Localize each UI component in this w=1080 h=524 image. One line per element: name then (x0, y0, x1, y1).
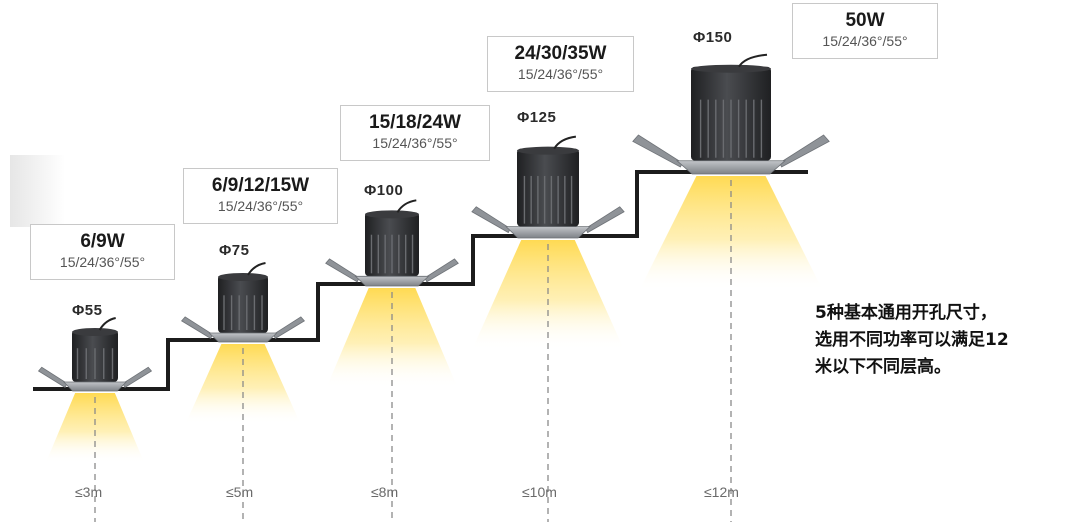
trim-ring-2 (208, 332, 278, 343)
power-label-3: 15/18/24W (369, 112, 461, 133)
diameter-label-2: Φ75 (219, 242, 250, 259)
height-label-5: ≤12m (704, 484, 739, 500)
beam-angle-label-5: 15/24/36°/55° (822, 33, 908, 49)
note-line-1: 5种基本通用开孔尺寸， (815, 303, 997, 323)
diameter-label-1: Φ55 (72, 302, 103, 319)
mount-clip-left-5 (632, 134, 683, 168)
power-cable-3 (396, 199, 417, 213)
power-cable-2 (247, 262, 266, 276)
height-label-4: ≤10m (522, 484, 557, 500)
power-label-5: 50W (845, 10, 885, 31)
beam-angle-label-3: 15/24/36°/55° (372, 135, 458, 151)
power-cable-1 (98, 317, 116, 331)
power-cable-4 (553, 135, 577, 150)
spec-box-5: 50W 15/24/36°/55° (792, 3, 938, 59)
background-shade (10, 155, 65, 227)
power-cable-5 (738, 53, 768, 68)
mount-clip-right-2 (272, 316, 305, 339)
spec-box-1: 6/9W 15/24/36°/55° (30, 224, 175, 280)
diameter-label-4: Φ125 (517, 109, 557, 126)
height-label-3: ≤8m (371, 484, 399, 500)
lamp-cap-2 (218, 273, 268, 281)
height-label-2: ≤5m (226, 484, 254, 500)
mount-clip-right-3 (424, 258, 459, 283)
lamp-cap-4 (517, 146, 579, 155)
mount-clip-left-4 (471, 206, 511, 234)
beam-angle-label-1: 15/24/36°/55° (59, 254, 146, 270)
lamp-body-2 (218, 275, 268, 333)
diameter-label-3: Φ100 (364, 182, 404, 199)
note-line-2: 选用不同功率可以满足12 (815, 330, 1009, 350)
power-label-4: 24/30/35W (514, 43, 607, 64)
trim-ring-4 (505, 226, 591, 239)
mount-clip-right-5 (779, 134, 830, 168)
mount-clip-left-2 (181, 316, 214, 339)
power-label-1: 6/9W (80, 231, 125, 252)
description-note: 5种基本通用开孔尺寸， 选用不同功率可以满足12 米以下不同层高。 (815, 300, 1077, 381)
trim-ring-1 (63, 381, 127, 392)
lamp-cap-3 (365, 210, 419, 219)
mount-clip-left-1 (37, 366, 68, 388)
light-beam-5 (639, 176, 823, 291)
mount-clip-right-1 (122, 366, 153, 388)
mount-clip-left-3 (325, 258, 360, 283)
diameter-label-5: Φ150 (693, 29, 733, 46)
note-line-3: 米以下不同层高。 (815, 357, 951, 377)
spec-box-3: 15/18/24W 15/24/36°/55° (340, 105, 490, 161)
height-label-1: ≤3m (75, 484, 103, 500)
beam-angle-label-2: 15/24/36°/55° (217, 198, 304, 214)
lamp-body-4 (517, 148, 579, 227)
trim-ring-3 (354, 275, 430, 287)
mount-clip-right-4 (585, 206, 625, 234)
lamp-cap-5 (691, 64, 771, 73)
spec-box-2: 6/9/12/15W 15/24/36°/55° (183, 168, 338, 224)
trim-ring-5 (675, 160, 787, 175)
spec-box-4: 24/30/35W 15/24/36°/55° (487, 36, 634, 92)
lamp-cap-1 (72, 328, 118, 336)
power-label-2: 6/9/12/15W (211, 175, 310, 196)
light-beam-1 (45, 393, 145, 463)
light-beam-4 (471, 240, 625, 350)
beam-angle-label-4: 15/24/36°/55° (517, 66, 604, 82)
